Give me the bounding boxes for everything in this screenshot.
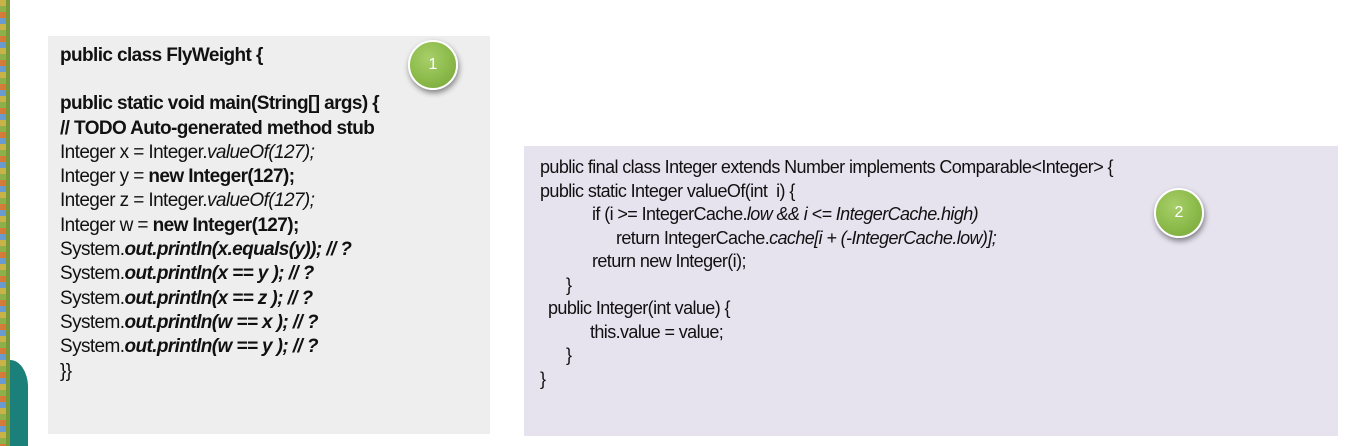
code-line: }} (60, 360, 72, 382)
code-text: System. (60, 239, 125, 261)
code-line: public static Integer valueOf(int i) { (540, 180, 795, 201)
blank-line (60, 68, 379, 92)
code-line: } (566, 345, 572, 365)
code-line: public static void main(String[] args) { (60, 93, 380, 115)
code-text: System. (60, 311, 125, 333)
code-text: System. (60, 287, 125, 309)
step-badge-2: 2 (1154, 188, 1204, 238)
code-text: Integer y = (60, 166, 149, 188)
code-line: return IntegerCache.cache[i + (-IntegerC… (540, 227, 1113, 251)
code-italic: cache[i + (-IntegerCache.low)]; (769, 227, 997, 248)
code-italic: valueOf(127); (206, 190, 315, 212)
code-line: } (566, 274, 572, 295)
stripe-teal-curve (10, 360, 28, 446)
stripe-green (6, 0, 10, 446)
code-line: return new Integer(i); (592, 251, 746, 271)
flyweight-code-panel: public class FlyWeight { public static v… (48, 36, 490, 434)
stripe-pattern (0, 0, 6, 446)
code-bold-italic: out.println(w == y ); // ? (124, 336, 318, 358)
code-line: Integer x = Integer.valueOf(127); (60, 141, 379, 165)
code-line: Integer z = Integer.valueOf(127); (60, 189, 379, 213)
code-line: this.value = value; (590, 321, 724, 342)
code-line: Integer y = new Integer(127); (60, 165, 379, 189)
step-badge-1: 1 (408, 40, 458, 90)
code-line: System.out.println(x == z ); // ? (60, 287, 379, 311)
code-line: } (540, 368, 546, 389)
code-line: public Integer(int value) { (548, 298, 731, 318)
code-text: System. (60, 336, 125, 358)
code-bold-italic: out.println(x == y ); // ? (124, 263, 314, 285)
code-bold-italic: out.println(x.equals(y)); // ? (124, 239, 352, 261)
integer-source-panel: public final class Integer extends Numbe… (524, 146, 1338, 436)
code-line: System.out.println(w == y ); // ? (60, 335, 379, 359)
code-line: // TODO Auto-generated method stub (60, 117, 375, 139)
code-text: return IntegerCache. (616, 227, 770, 248)
code-italic: low && i <= IntegerCache.high) (746, 204, 979, 224)
code-text: Integer z = Integer. (60, 190, 208, 212)
code-line: System.out.println(x == y ); // ? (60, 262, 379, 286)
code-line: public final class Integer extends Numbe… (540, 157, 1114, 177)
left-decorative-strip (0, 0, 28, 446)
code-bold-italic: out.println(w == x ); // ? (124, 311, 318, 333)
code-line: if (i >= IntegerCache.low && i <= Intege… (540, 203, 1113, 227)
code-line: System.out.println(x.equals(y)); // ? (60, 238, 379, 262)
code-text: if (i >= IntegerCache. (592, 204, 748, 224)
code-bold-italic: out.println(x == z ); // ? (124, 287, 313, 309)
code-line: public class FlyWeight { (60, 45, 263, 66)
code-text: Integer x = Integer. (60, 141, 208, 163)
code-text: System. (60, 263, 125, 285)
code-line: Integer w = new Integer(127); (60, 214, 379, 238)
code-line: System.out.println(w == x ); // ? (60, 311, 379, 335)
code-bold: new Integer(127); (152, 214, 300, 236)
code-bold: new Integer(127); (148, 166, 295, 188)
code-italic: valueOf(127); (206, 141, 315, 163)
code-text: Integer w = (60, 214, 153, 236)
